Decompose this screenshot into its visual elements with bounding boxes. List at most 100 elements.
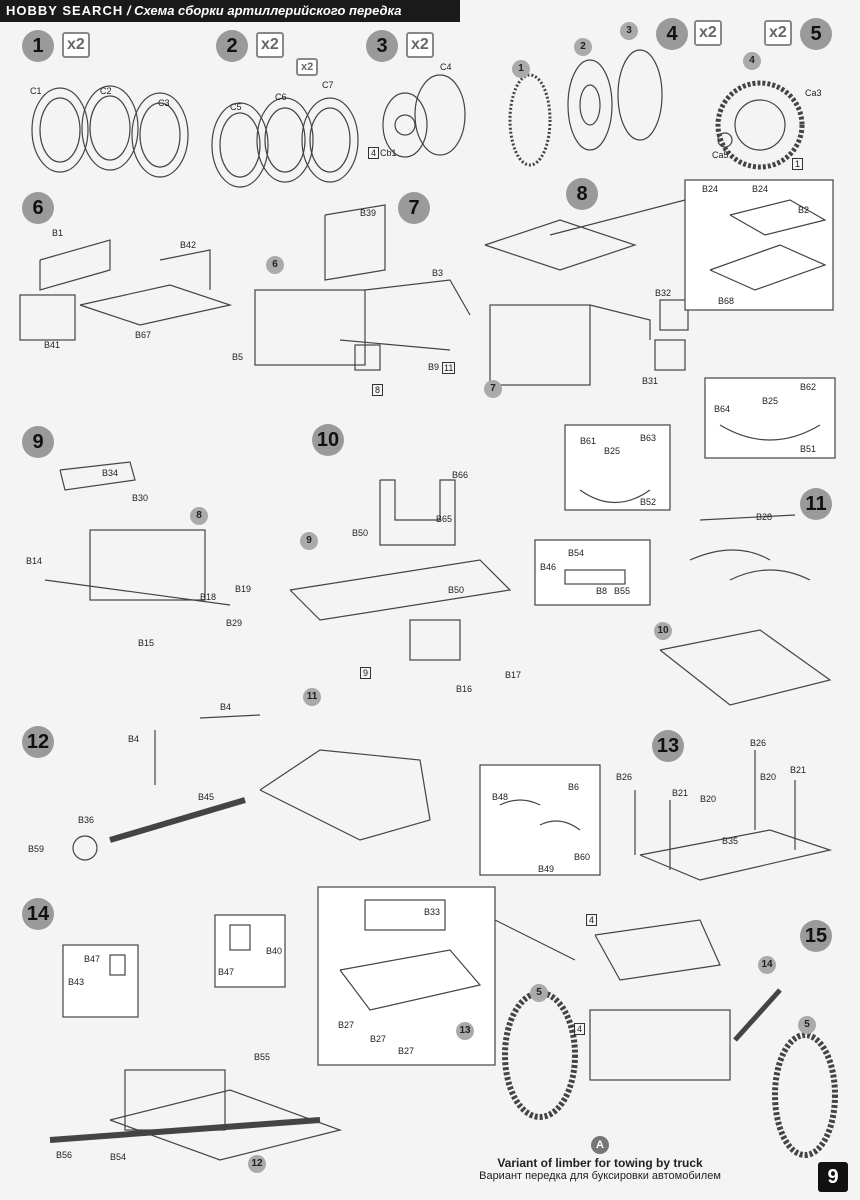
part-label: B20 bbox=[760, 772, 777, 782]
part-label: B1 bbox=[52, 228, 64, 238]
part-label: B33 bbox=[424, 907, 441, 917]
part-label: B50 bbox=[352, 528, 369, 538]
step-5-multiplier: x2 bbox=[764, 20, 792, 46]
part-label: B47 bbox=[218, 967, 235, 977]
step-10-badge: 10 bbox=[312, 424, 344, 456]
page-header: HOBBY SEARCH / Схема сборки артиллерийск… bbox=[0, 0, 460, 22]
part-label: B63 bbox=[640, 433, 657, 443]
part-label: B14 bbox=[26, 556, 43, 566]
part-label: B27 bbox=[338, 1020, 355, 1030]
part-ref-circle: 11 bbox=[303, 688, 321, 706]
part-label: B62 bbox=[800, 382, 817, 392]
part-label: B4 bbox=[128, 734, 140, 744]
step-6-badge: 6 bbox=[22, 192, 54, 224]
part-label: B17 bbox=[505, 670, 522, 680]
part-label: C3 bbox=[158, 98, 170, 108]
part-ref-circle: 7 bbox=[484, 380, 502, 398]
part-label: B15 bbox=[138, 638, 155, 648]
part-label: B47 bbox=[84, 954, 101, 964]
step-7-badge: 7 bbox=[398, 192, 430, 224]
part-ref-box: 1 bbox=[792, 158, 804, 170]
part-label: Ca5 bbox=[712, 150, 729, 160]
part-label: B9 bbox=[428, 362, 440, 372]
part-label: B50 bbox=[448, 585, 465, 595]
step-3-multiplier: x2 bbox=[406, 32, 434, 58]
part-label: B59 bbox=[28, 844, 45, 854]
part-label: B32 bbox=[655, 288, 672, 298]
part-label: B66 bbox=[452, 470, 469, 480]
part-label: B21 bbox=[672, 788, 689, 798]
part-label: B51 bbox=[800, 444, 817, 454]
part-label: B25 bbox=[762, 396, 779, 406]
part-label: B60 bbox=[574, 852, 591, 862]
caption-english: Variant of limber for towing by truck bbox=[497, 1156, 703, 1170]
part-label: C7 bbox=[322, 80, 334, 90]
part-label: B48 bbox=[492, 792, 509, 802]
part-label: B39 bbox=[360, 208, 377, 218]
part-label: Cb1 bbox=[380, 148, 397, 158]
part-label: B24 bbox=[752, 184, 769, 194]
part-ref-circle: 10 bbox=[654, 622, 672, 640]
step-4-multiplier: x2 bbox=[694, 20, 722, 46]
part-label: B18 bbox=[200, 592, 217, 602]
step-12-badge: 12 bbox=[22, 726, 54, 758]
step-2-badge: 2 bbox=[216, 30, 248, 62]
part-label: B26 bbox=[616, 772, 633, 782]
part-label: B41 bbox=[44, 340, 61, 350]
part-label: B29 bbox=[226, 618, 243, 628]
part-label: B68 bbox=[718, 296, 735, 306]
part-label: C1 bbox=[30, 86, 42, 96]
part-label: B54 bbox=[110, 1152, 127, 1162]
part-label: C6 bbox=[275, 92, 287, 102]
part-label: B43 bbox=[68, 977, 85, 987]
part-ref-box: 4 bbox=[586, 914, 598, 926]
part-ref-circle: 9 bbox=[300, 532, 318, 550]
part-label: B2 bbox=[798, 205, 810, 215]
part-label: B16 bbox=[456, 684, 473, 694]
part-ref-circle: 8 bbox=[190, 507, 208, 525]
part-label: B45 bbox=[198, 792, 215, 802]
part-ref-box: 11 bbox=[442, 362, 456, 374]
part-label: B64 bbox=[714, 404, 731, 414]
step-5-badge: 5 bbox=[800, 18, 832, 50]
part-label: B30 bbox=[132, 493, 149, 503]
part-ref-box: 4 bbox=[368, 147, 380, 159]
part-label: B25 bbox=[604, 446, 621, 456]
part-label: Ca3 bbox=[805, 88, 822, 98]
step-15-badge: 15 bbox=[800, 920, 832, 952]
header-title: / Схема сборки артиллерийского передка bbox=[126, 3, 402, 18]
part-label: B3 bbox=[432, 268, 444, 278]
part-label: B4 bbox=[220, 702, 232, 712]
brand-logo: HOBBY SEARCH bbox=[6, 3, 124, 18]
part-label: B31 bbox=[642, 376, 659, 386]
part-ref-circle: 1 bbox=[512, 60, 530, 78]
part-label: B34 bbox=[102, 468, 119, 478]
step-3-badge: 3 bbox=[366, 30, 398, 62]
part-label: B6 bbox=[568, 782, 580, 792]
part-label: C2 bbox=[100, 86, 112, 96]
part-label: B26 bbox=[750, 738, 767, 748]
part-label: B40 bbox=[266, 946, 283, 956]
part-ref-circle: 4 bbox=[743, 52, 761, 70]
part-ref-box: 9 bbox=[360, 667, 372, 679]
part-ref-circle: 6 bbox=[266, 256, 284, 274]
part-ref-circle: 5 bbox=[530, 984, 548, 1002]
step-1-multiplier: x2 bbox=[62, 32, 90, 58]
part-label: B19 bbox=[235, 584, 252, 594]
part-label: B36 bbox=[78, 815, 95, 825]
part-label: B5 bbox=[232, 352, 244, 362]
step-8-badge: 8 bbox=[566, 178, 598, 210]
part-ref-circle: 13 bbox=[456, 1022, 474, 1040]
part-ref-box: 8 bbox=[372, 384, 384, 396]
step-11-badge: 11 bbox=[800, 488, 832, 520]
variant-badge: A bbox=[591, 1136, 609, 1154]
part-ref-circle: 2 bbox=[574, 38, 592, 56]
part-label: B27 bbox=[398, 1046, 415, 1056]
variant-caption: A Variant of limber for towing by truck … bbox=[470, 1135, 730, 1182]
part-label: B35 bbox=[722, 836, 739, 846]
part-ref-circle: 12 bbox=[248, 1155, 266, 1173]
part-label: B27 bbox=[370, 1034, 387, 1044]
part-label: B8 bbox=[596, 586, 608, 596]
step-2-small-multiplier: x2 bbox=[296, 58, 319, 76]
